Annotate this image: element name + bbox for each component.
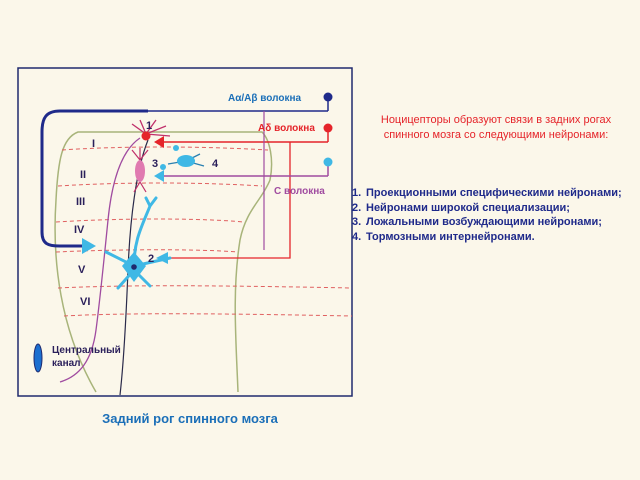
list-item: 4. Тормозными интернейронами. bbox=[352, 231, 632, 245]
laminar-boundaries bbox=[55, 146, 353, 317]
central-canal-label-line1: Центральный bbox=[52, 345, 121, 356]
info-title: Ноцицепторы образуют связи в задних рога… bbox=[380, 114, 612, 141]
c-terminal-ii bbox=[154, 170, 164, 182]
lamina-boundary-5 bbox=[57, 285, 353, 289]
a-delta-receptor-icon bbox=[323, 123, 333, 133]
lamina-label-iv: IV bbox=[74, 224, 85, 236]
a-delta-branch-v bbox=[168, 142, 291, 259]
neuron-1-axon-left bbox=[59, 137, 141, 383]
c-receptor-icon bbox=[323, 157, 333, 167]
list-item-text: Проекционными специфическими нейронами; bbox=[366, 187, 622, 199]
neuron-3-soma bbox=[135, 160, 145, 182]
a-delta-terminal-v bbox=[156, 252, 168, 264]
list-item-marker: 4. bbox=[352, 230, 362, 243]
list-item-marker: 2. bbox=[352, 201, 362, 214]
neuron-3-dendrites bbox=[131, 148, 149, 193]
list-item: 2. Нейронами широкой специализации; bbox=[352, 202, 632, 216]
central-canal-icon bbox=[33, 343, 43, 373]
neuron-number-1: 1 bbox=[146, 120, 152, 132]
diagram-caption: Задний рог спинного мозга bbox=[102, 411, 278, 426]
neuron-type-list: 1. Проекционными специфическими нейронам… bbox=[352, 187, 632, 245]
lamina-label-vi: VI bbox=[80, 296, 90, 308]
lamina-boundary-3 bbox=[55, 218, 245, 223]
list-item: 3. Ложальными возбуждающими нейронами; bbox=[352, 216, 632, 230]
lamina-label-iii: III bbox=[76, 196, 85, 208]
neuron-2-nucleus bbox=[131, 264, 137, 270]
neuron-1-soma bbox=[141, 131, 151, 141]
list-item-text: Тормозными интернейронами. bbox=[366, 230, 535, 243]
list-item-marker: 3. bbox=[352, 216, 362, 228]
neuron-number-2: 2 bbox=[148, 253, 154, 265]
lamina-label-ii: II bbox=[80, 169, 86, 181]
neuron-3 bbox=[131, 148, 149, 193]
lamina-boundary-6 bbox=[63, 313, 353, 317]
lamina-boundary-2 bbox=[57, 182, 263, 187]
neuron-4-soma bbox=[177, 155, 195, 167]
a-beta-terminal-iv bbox=[82, 238, 96, 254]
neuron-1-dendrites bbox=[131, 119, 171, 137]
neuron-4 bbox=[160, 153, 205, 170]
lamina-boundary-1 bbox=[61, 146, 269, 151]
fiber-label-a-alpha-beta: Aα/Aβ волокна bbox=[228, 93, 302, 104]
synapse-dot bbox=[173, 145, 179, 151]
lamina-label-v: V bbox=[78, 264, 86, 276]
fiber-label-c: С волокна bbox=[274, 186, 325, 197]
fiber-label-a-delta: Aδ волокна bbox=[258, 123, 315, 134]
a-delta-terminal-i bbox=[154, 136, 164, 148]
neuron-2-dendrites bbox=[104, 196, 172, 290]
neuron-number-3: 3 bbox=[152, 158, 158, 170]
list-item-marker: 1. bbox=[352, 187, 362, 199]
a-beta-collateral-loop bbox=[40, 109, 148, 248]
lamina-boundary-4 bbox=[55, 249, 239, 253]
list-item-text: Ложальными возбуждающими нейронами; bbox=[366, 216, 602, 228]
lamina-label-i: I bbox=[92, 138, 95, 150]
list-item-text: Нейронами широкой специализации; bbox=[366, 201, 570, 214]
list-item: 1. Проекционными специфическими нейронам… bbox=[352, 187, 632, 201]
neuron-1 bbox=[131, 119, 171, 141]
a-beta-receptor-icon bbox=[323, 92, 333, 102]
neuron-number-4: 4 bbox=[212, 158, 219, 170]
neuron-2 bbox=[104, 196, 172, 290]
neuron-4-terminal bbox=[160, 164, 166, 170]
central-canal-label-line2: канал bbox=[52, 358, 81, 369]
